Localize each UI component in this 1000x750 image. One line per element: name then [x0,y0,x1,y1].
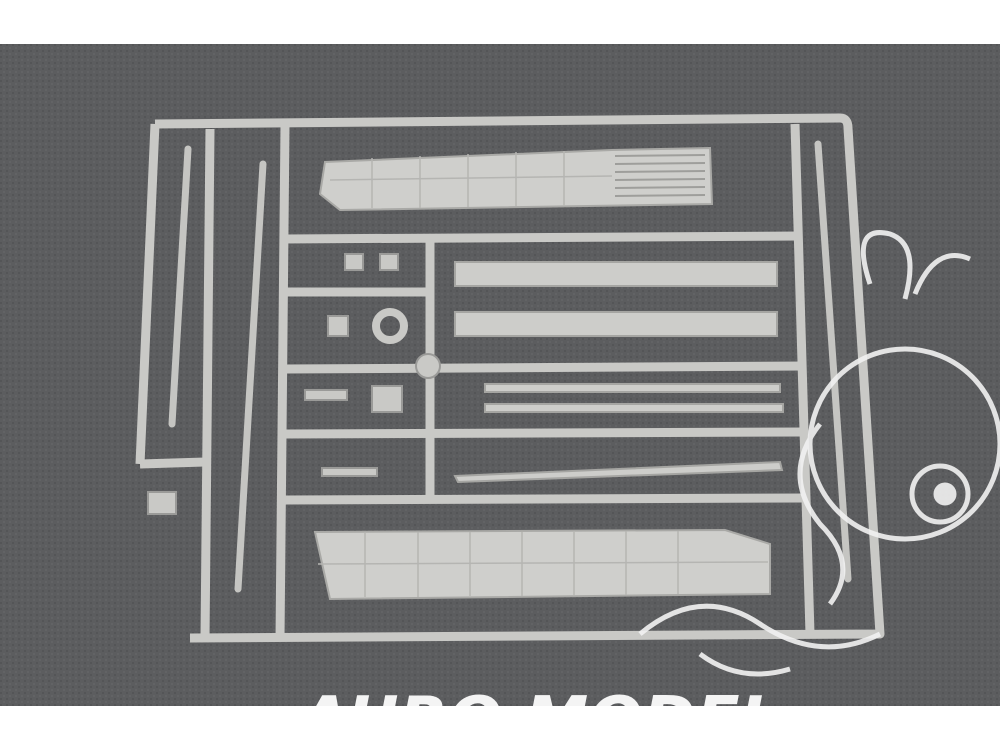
hull-part-top [318,146,714,212]
small-parts [147,253,441,515]
hull-part-bottom [313,528,771,601]
mascot-watermark [638,230,1000,677]
engine-grille [614,154,706,197]
sprue-illustration [0,44,1000,706]
side-plates [453,261,784,484]
sprue-frame [135,113,885,643]
model-kit-photo [0,44,1000,706]
sprue-rods [168,140,852,593]
